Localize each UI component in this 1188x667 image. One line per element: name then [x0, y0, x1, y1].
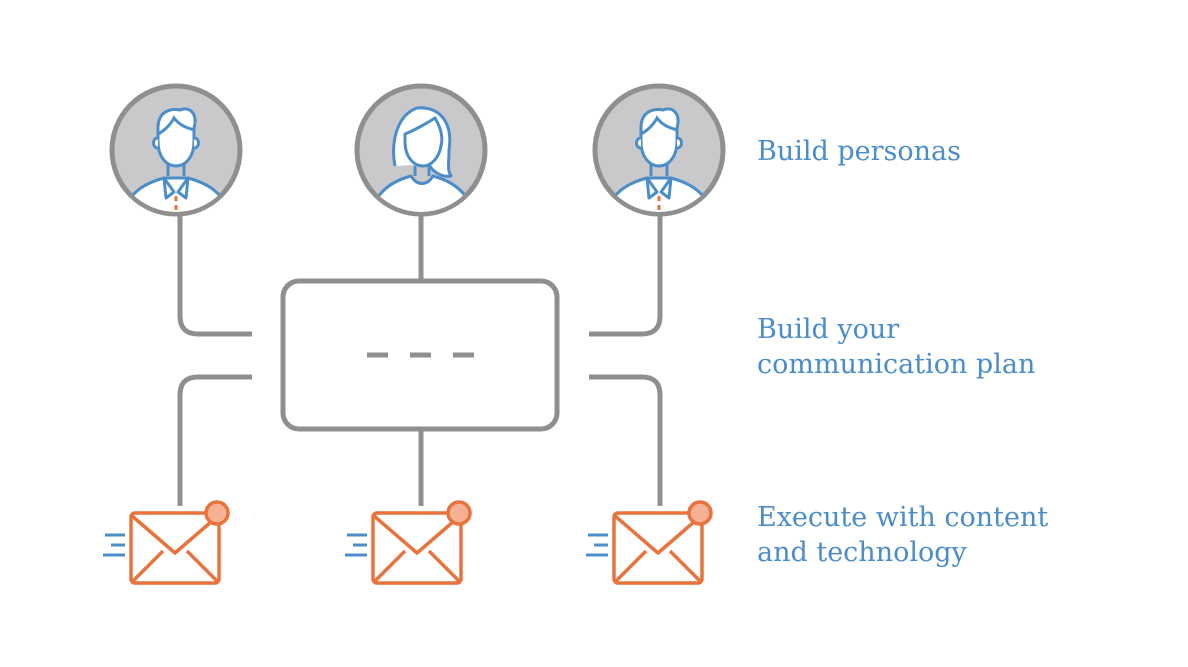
step-label-line: Build your [757, 314, 900, 345]
step-label-line: and technology [757, 537, 967, 568]
step-label-communication-plan: Build your communication plan [757, 312, 1035, 382]
connector-bottom-left [177, 374, 252, 506]
step-label-build-personas: Build personas [757, 134, 961, 169]
persona-avatar-1 [109, 83, 243, 217]
step-label-line: communication plan [757, 349, 1036, 380]
step-label-execute: Execute with content and technology [757, 500, 1048, 570]
step-label-line: Execute with content [757, 502, 1049, 533]
connector-top-right [589, 216, 663, 337]
connector-top-left [177, 216, 252, 337]
persona-avatar-2 [354, 83, 488, 217]
connector-bottom-right [589, 374, 663, 506]
step-label-line: Build personas [757, 136, 961, 167]
envelope-notification-icon [101, 500, 230, 585]
envelope-notification-icon [343, 500, 472, 585]
envelope-notification-icon [584, 500, 713, 585]
persona-avatar-3 [592, 83, 726, 217]
connector-lines [177, 216, 663, 506]
plan-box [280, 278, 560, 432]
